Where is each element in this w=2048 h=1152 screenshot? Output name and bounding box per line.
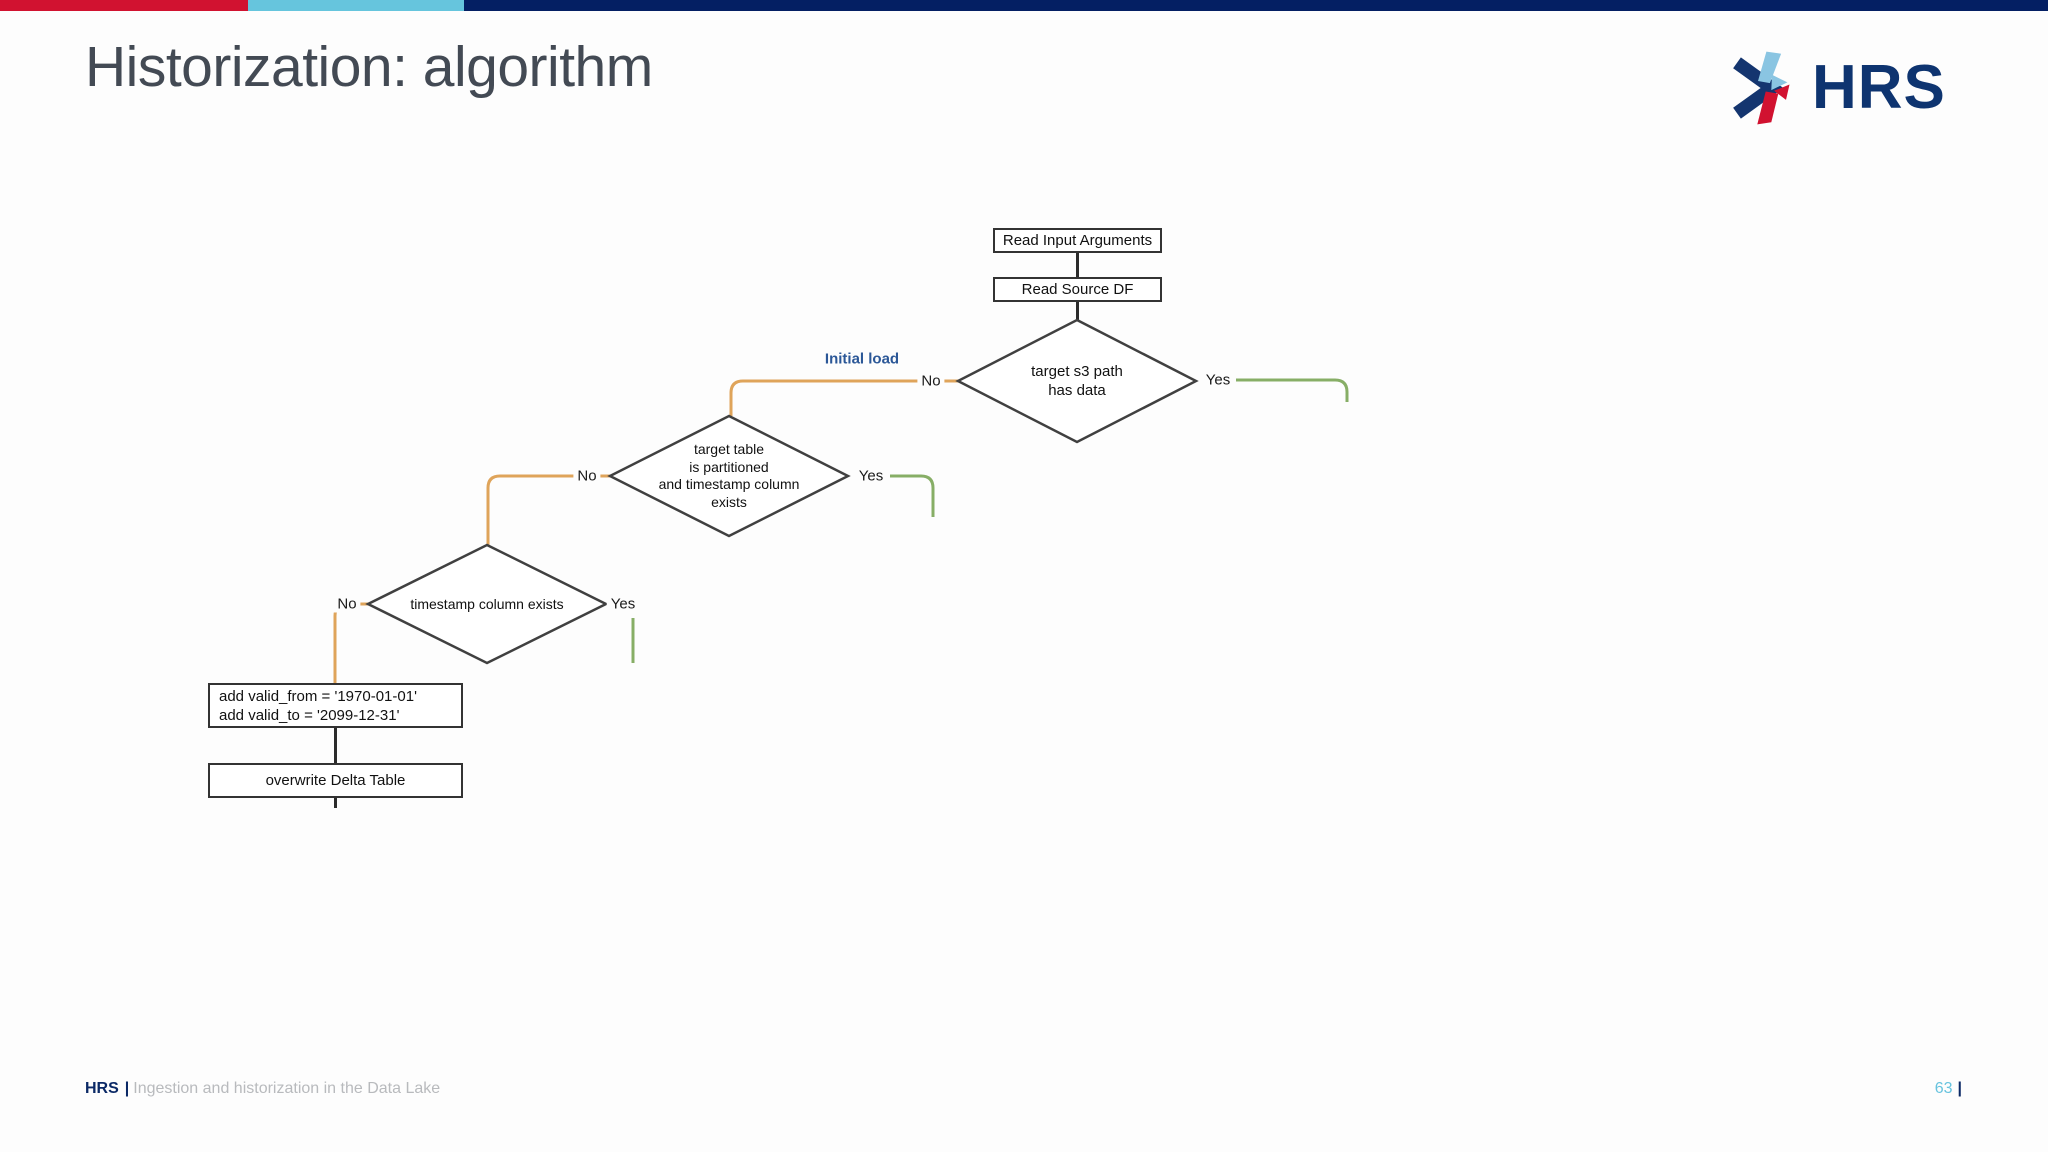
node-add-valid-dates: add valid_from = '1970-01-01' add valid_… (208, 683, 463, 728)
footer-separator: | (124, 1080, 130, 1097)
branch-no-diamond1-to-diamond2 (729, 379, 958, 416)
slide-title: Historization: algorithm (85, 35, 653, 99)
node-overwrite-delta-table: overwrite Delta Table (208, 763, 463, 798)
diamond-timestamp-column-exists (365, 543, 609, 665)
node-read-input-arguments: Read Input Arguments (993, 228, 1162, 253)
page-number-separator: | (1957, 1080, 1962, 1097)
branch-label-yes-diamond2: Yes (854, 467, 888, 485)
hrs-logo-mark-icon (1733, 51, 1790, 125)
slide-footer: HRS |Ingestion and historization in the D… (85, 1080, 440, 1098)
hrs-logo-text: HRS (1812, 53, 1946, 122)
footer-text: Ingestion and historization in the Data … (133, 1080, 441, 1097)
page-number-value: 63 (1934, 1080, 1953, 1097)
topbar-red-segment (0, 0, 248, 11)
page-number: 63| (1878, 1080, 1962, 1098)
node-read-source-df: Read Source DF (993, 277, 1162, 302)
branch-yes-diamond2 (890, 474, 935, 517)
topbar-cyan-segment (248, 0, 464, 11)
initial-load-label: Initial load (824, 350, 900, 368)
node-label: overwrite Delta Table (265, 772, 406, 789)
branch-label-yes-diamond3: Yes (606, 595, 640, 613)
branch-no-diamond2-to-diamond3 (486, 474, 610, 545)
topbar-navy-segment (464, 0, 2048, 11)
node-label-line: add valid_from = '1970-01-01' (219, 687, 417, 705)
branch-no-diamond3-to-addvalid (333, 602, 368, 683)
branch-label-yes-diamond1: Yes (1201, 371, 1235, 389)
footer-brand: HRS (85, 1080, 119, 1097)
node-label: Read Source DF (1021, 281, 1134, 298)
hrs-logo: HRS (1730, 50, 1946, 126)
branch-yes-diamond1 (1236, 378, 1349, 402)
diamond-target-table-partitioned (607, 414, 851, 538)
top-brand-bar (0, 0, 2048, 11)
node-label: Read Input Arguments (1002, 232, 1153, 249)
node-label-line: add valid_to = '2099-12-31' (219, 706, 400, 724)
branch-label-no-diamond3: No (333, 595, 361, 613)
diamond-target-s3-path-has-data (955, 318, 1199, 444)
branch-label-no-diamond1: No (917, 372, 945, 390)
branch-label-no-diamond2: No (573, 467, 601, 485)
